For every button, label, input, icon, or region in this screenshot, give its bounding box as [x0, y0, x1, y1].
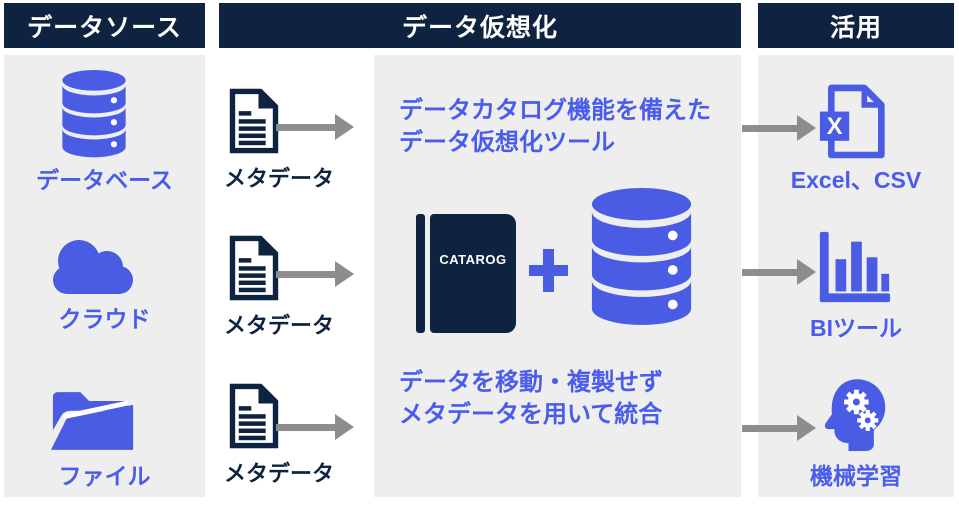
- panel-bottom-text: データを移動・複製せず メタデータを用いて統合: [399, 367, 663, 431]
- excel-file-icon: X: [819, 82, 887, 160]
- bar-chart-icon: [816, 229, 894, 307]
- column-header-usage: 活用: [758, 3, 954, 48]
- label-cloud: クラウド: [58, 306, 151, 332]
- flow-arrow-icon: [276, 114, 354, 140]
- label-machine-learning: 機械学習: [810, 463, 902, 489]
- label-bi-tool: BIツール: [810, 315, 902, 341]
- label-metadata: メタデータ: [223, 313, 334, 338]
- column-header-label: データ仮想化: [401, 13, 558, 42]
- label-metadata: メタデータ: [223, 461, 334, 486]
- database-icon: [58, 70, 130, 158]
- catalog-book-label: CATAROG: [439, 252, 507, 267]
- machine-learning-icon: [817, 375, 887, 457]
- panel-title: データカタログ機能を備えた データ仮想化ツール: [399, 95, 711, 159]
- column-header-data-sources: データソース: [4, 3, 205, 48]
- flow-arrow-icon: [742, 259, 816, 285]
- column-header-label: データソース: [27, 13, 182, 42]
- folder-icon: [49, 387, 139, 456]
- label-database: データベース: [36, 167, 173, 193]
- plus-sign-text: +: [529, 249, 530, 250]
- catalog-book-icon: CATAROG: [430, 214, 516, 333]
- label-metadata: メタデータ: [223, 166, 334, 191]
- flow-arrow-icon: [276, 414, 354, 440]
- label-excel-csv: Excel、CSV: [790, 167, 922, 193]
- cloud-icon: [43, 235, 143, 297]
- document-icon: [228, 381, 280, 451]
- flow-arrow-icon: [276, 261, 354, 287]
- column-header-data-virtualization: データ仮想化: [219, 3, 741, 48]
- database-icon: [585, 188, 698, 326]
- panel-title-line1: データカタログ機能を備えた: [399, 97, 711, 124]
- column-header-label: 活用: [829, 13, 882, 42]
- plus-icon: +: [529, 249, 568, 292]
- document-icon: [228, 233, 280, 303]
- catalog-book-spine: [416, 214, 425, 333]
- panel-bottom-line2: メタデータを用いて統合: [399, 401, 663, 428]
- excel-x-badge: X: [827, 114, 843, 140]
- label-file: ファイル: [58, 463, 151, 489]
- panel-bottom-line1: データを移動・複製せず: [399, 369, 663, 396]
- panel-title-line2: データ仮想化ツール: [399, 129, 615, 156]
- flow-arrow-icon: [742, 115, 816, 141]
- document-icon: [228, 86, 280, 156]
- flow-arrow-icon: [742, 415, 816, 441]
